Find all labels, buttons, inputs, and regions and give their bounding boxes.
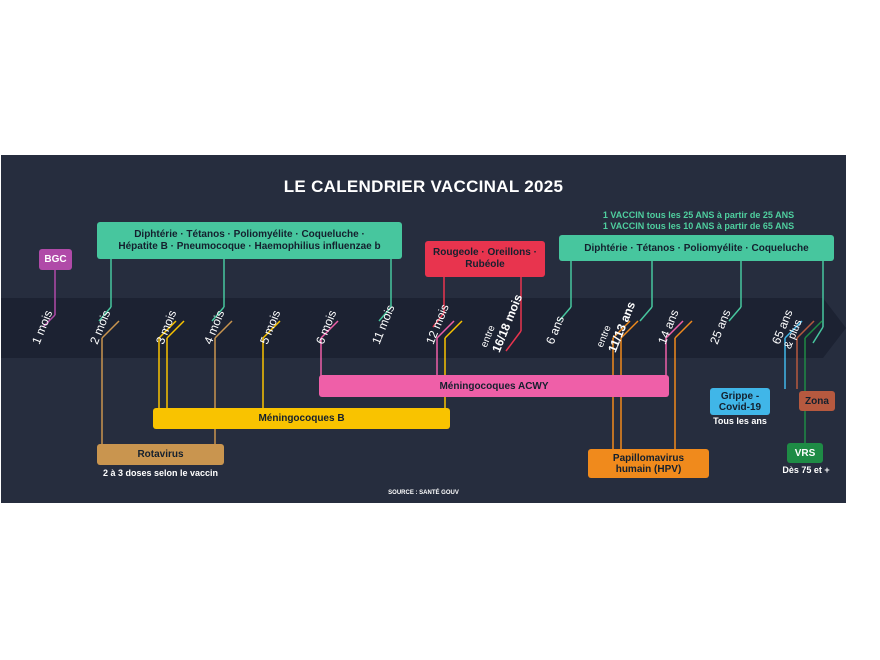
box-hpv: Papillomavirus humain (HPV) <box>588 449 709 478</box>
hpv-line2: humain (HPV) <box>615 463 682 475</box>
dtp-adult-note2: 1 VACCIN tous les 10 ANS à partir de 65 … <box>602 221 795 231</box>
connector-lines <box>42 259 824 451</box>
box-rotavirus: Rotavirus <box>97 444 224 465</box>
box-flu: Grippe - Covid-19 <box>710 388 770 415</box>
box-dtp-infant: Diphtérie · Tétanos · Poliomyélite · Coq… <box>97 222 402 259</box>
flu-line2: Covid-19 <box>718 401 762 413</box>
dtp-infant-line2: Hépatite B · Pneumocoque · Haemophilius … <box>118 240 381 252</box>
zona-label: Zona <box>805 395 829 407</box>
dtp-infant-line1: Diphtérie · Tétanos · Poliomyélite · Coq… <box>134 228 365 240</box>
box-bcg: BGC <box>39 249 72 270</box>
box-vrs: VRS <box>787 443 823 463</box>
box-ror: Rougeole · Oreillons · Rubéole <box>425 241 545 277</box>
dtp-adult-note: 1 VACCIN tous les 25 ANS à partir de 25 … <box>561 210 836 232</box>
box-dtp-adult: Diphtérie · Tétanos · Poliomyélite · Coq… <box>559 235 834 261</box>
dtp-adult-note1: 1 VACCIN tous les 25 ANS à partir de 25 … <box>602 210 795 220</box>
page-title: LE CALENDRIER VACCINAL 2025 <box>283 177 564 196</box>
box-menb: Méningocoques B <box>153 408 450 429</box>
ror-line1: Rougeole · Oreillons · <box>433 247 537 258</box>
box-acwy: Méningocoques ACWY <box>319 375 669 397</box>
source-note: SOURCE : SANTÉ GOUV <box>388 490 459 496</box>
flu-note: Tous les ans <box>713 416 767 426</box>
box-zona: Zona <box>799 391 835 411</box>
vaccination-calendar-panel: LE CALENDRIER VACCINAL 2025 BGC Diphtéri… <box>1 155 846 503</box>
flu-line1: Grippe - <box>720 390 760 402</box>
hpv-line1: Papillomavirus <box>612 452 685 464</box>
rotavirus-label: Rotavirus <box>137 449 184 460</box>
rotavirus-note: 2 à 3 doses selon le vaccin <box>102 468 219 478</box>
timeline-arrow-band <box>1 298 846 358</box>
dtp-adult-label: Diphtérie · Tétanos · Poliomyélite · Coq… <box>584 242 809 254</box>
vrs-note: Dès 75 et + <box>782 465 830 475</box>
vrs-label: VRS <box>794 447 816 459</box>
menb-label: Méningocoques B <box>258 413 345 424</box>
bcg-label: BGC <box>44 254 67 265</box>
acwy-label: Méningocoques ACWY <box>439 380 549 392</box>
ror-line2: Rubéole <box>465 259 505 270</box>
